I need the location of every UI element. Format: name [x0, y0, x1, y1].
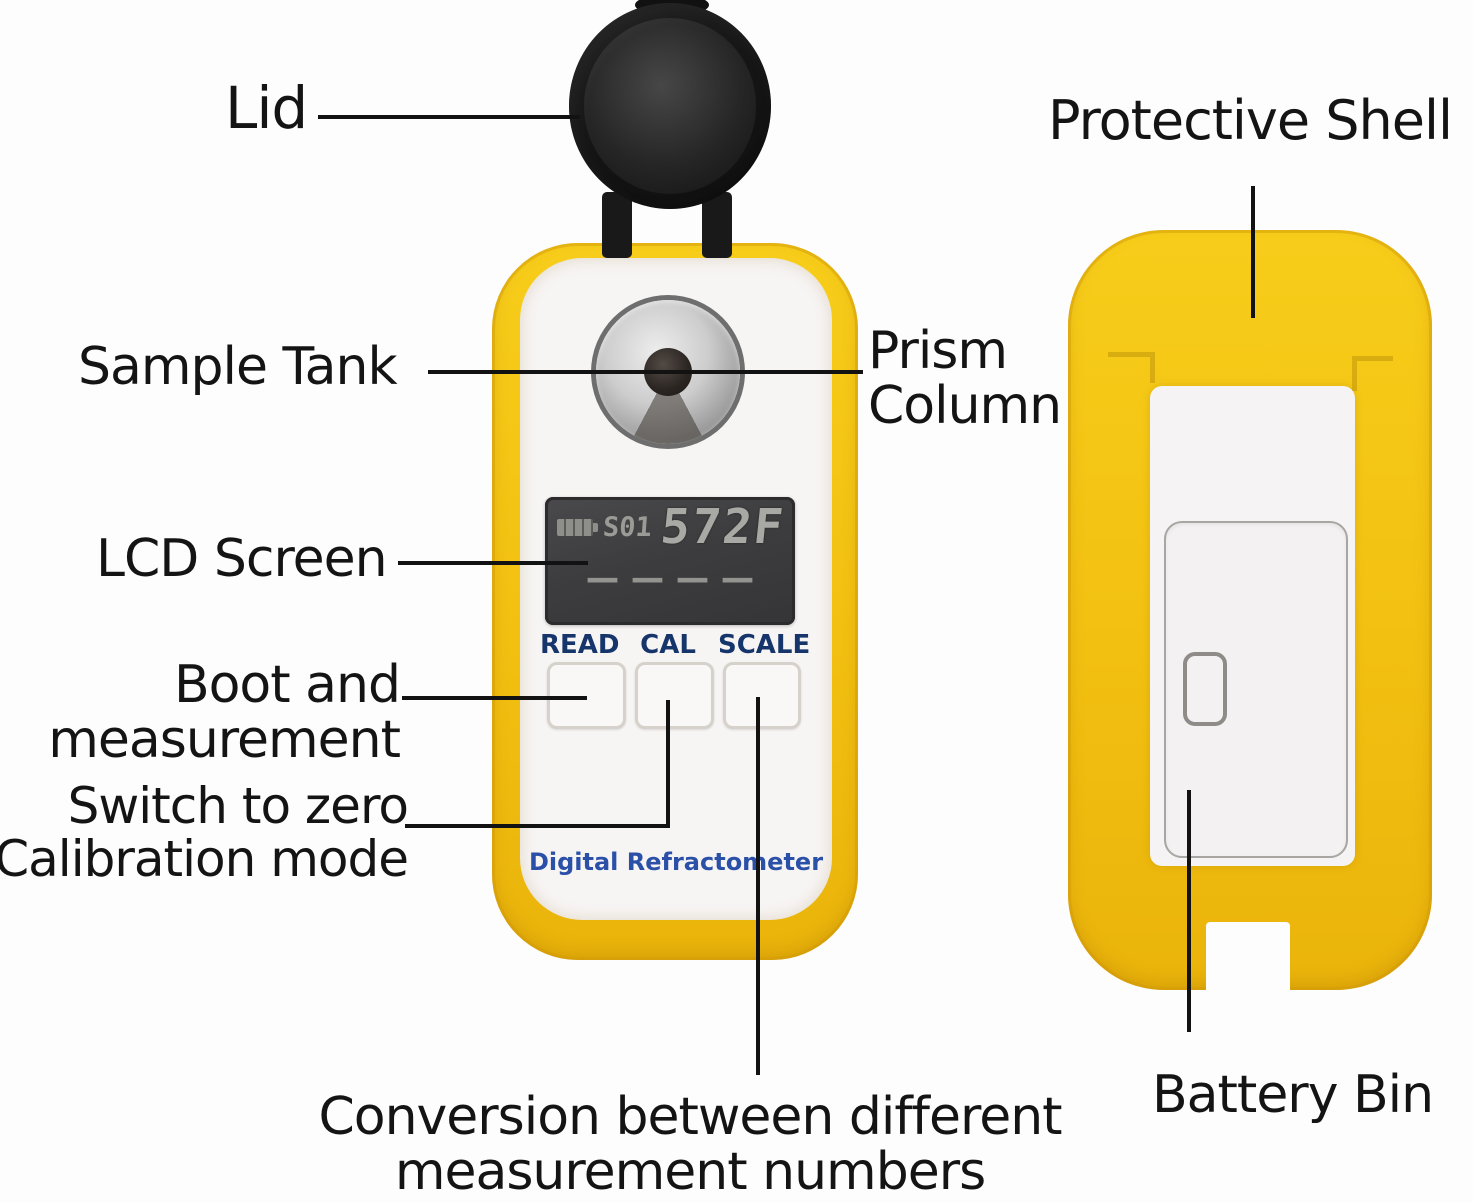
lid-hinge-left — [602, 192, 632, 258]
cal-button-label: CAL — [640, 630, 696, 660]
protective-shell-label: Protective Shell — [1048, 89, 1453, 152]
lcd-dash-row: – – – – — [545, 559, 795, 597]
conversion-label: Conversion between different measurement… — [250, 1087, 1130, 1203]
battery-door-latch — [1183, 652, 1227, 726]
lcd-screen-label: LCD Screen — [96, 529, 388, 589]
lid-label: Lid — [225, 74, 308, 142]
battery-icon — [557, 518, 598, 536]
conversion-label-line1: Conversion between different — [318, 1087, 1062, 1147]
lcd-callout-line — [398, 561, 588, 565]
battery-bin-callout-line — [1187, 790, 1191, 1032]
lcd-reading: 572F — [658, 499, 788, 555]
switch-label-line1: Switch to zero — [67, 777, 409, 835]
lcd-mode-text: S01 — [601, 511, 653, 543]
sample-tank-callout-line — [428, 370, 863, 374]
prism-column-label-line2: Column — [868, 376, 1062, 437]
read-button — [547, 662, 626, 729]
conversion-label-line2: measurement numbers — [394, 1142, 986, 1203]
calibration-callout-line-horizontal — [405, 824, 670, 828]
boot-label-line2: measurement — [48, 710, 401, 771]
battery-bin-label: Battery Bin — [1152, 1065, 1434, 1125]
lid-hinge-right — [702, 192, 732, 258]
calibration-mode-label: Switch to zero Calibration mode — [0, 777, 409, 888]
boot-measurement-label: Boot and measurement — [48, 655, 401, 771]
calibration-callout-line-vertical — [666, 700, 670, 828]
prism-column-label: Prism Column — [868, 321, 1062, 437]
sample-tank-label: Sample Tank — [78, 337, 398, 397]
scale-button-label: SCALE — [718, 630, 811, 660]
lcd-dash-segment: – — [587, 556, 618, 600]
scale-button — [723, 662, 801, 729]
lcd-dash-segment: – — [632, 556, 663, 600]
scale-callout-line — [756, 697, 760, 1075]
prism-column-label-line1: Prism — [868, 321, 1008, 381]
shell-bottom-notch — [1206, 922, 1290, 996]
lid-callout-line — [318, 115, 580, 119]
cal-button — [635, 662, 714, 729]
shell-mold-mark-right — [1352, 356, 1393, 391]
lcd-dash-segment: – — [677, 556, 708, 600]
lcd-dash-segment: – — [722, 556, 753, 600]
shell-mold-mark-left — [1108, 352, 1155, 383]
lid — [569, 3, 771, 209]
lcd-top-row: S01 572F — [557, 499, 788, 555]
boot-callout-line — [402, 696, 587, 700]
device-brand-text: Digital Refractometer — [528, 848, 824, 876]
boot-label-line1: Boot and — [173, 655, 401, 715]
read-button-label: READ — [540, 630, 620, 660]
switch-label-line2: Calibration mode — [0, 830, 409, 888]
protective-shell-callout-line — [1251, 186, 1255, 318]
